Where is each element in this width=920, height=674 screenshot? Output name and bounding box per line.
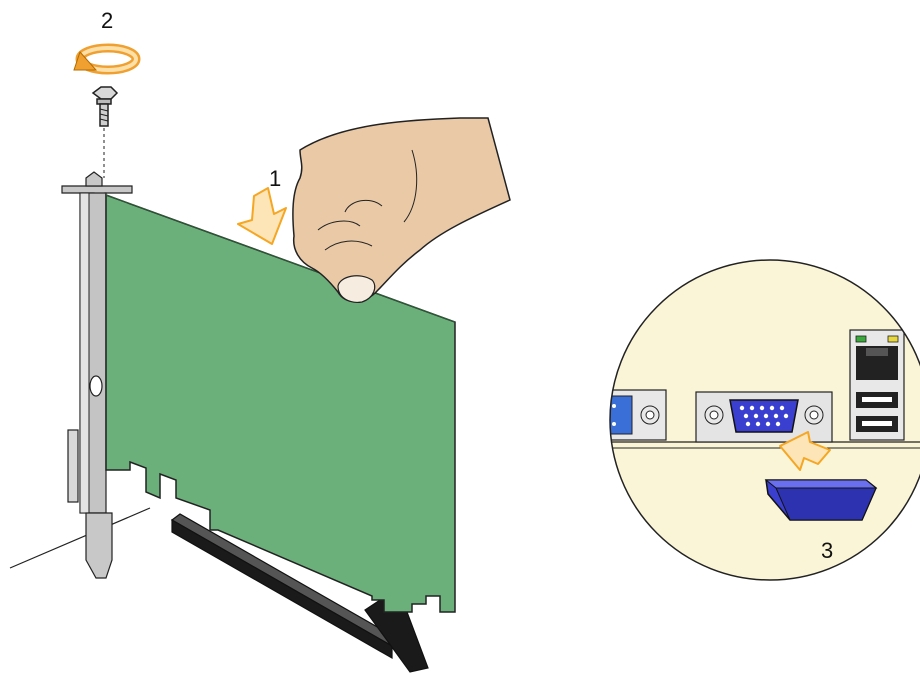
card-bracket	[61, 171, 133, 579]
usb-port-bottom	[856, 416, 898, 432]
vga-cable-plug	[764, 479, 878, 521]
usb-port-top	[856, 392, 898, 408]
serial-port	[610, 389, 667, 441]
chassis-edge-line	[9, 507, 151, 569]
expansion-slot	[170, 513, 429, 673]
io-panel-inset	[609, 259, 920, 581]
screw-icon	[91, 86, 119, 127]
ethernet-port	[856, 346, 898, 380]
vga-port	[695, 391, 833, 443]
rotate-clockwise-icon	[73, 43, 141, 75]
connect-arrow-icon	[779, 431, 831, 471]
step-2-label: 2	[101, 8, 113, 33]
push-down-arrow-icon	[237, 187, 287, 245]
lan-usb-stack	[849, 329, 905, 441]
step-1-label: 1	[269, 166, 281, 191]
hand-illustration	[292, 117, 511, 303]
step-3-label: 3	[821, 538, 833, 563]
